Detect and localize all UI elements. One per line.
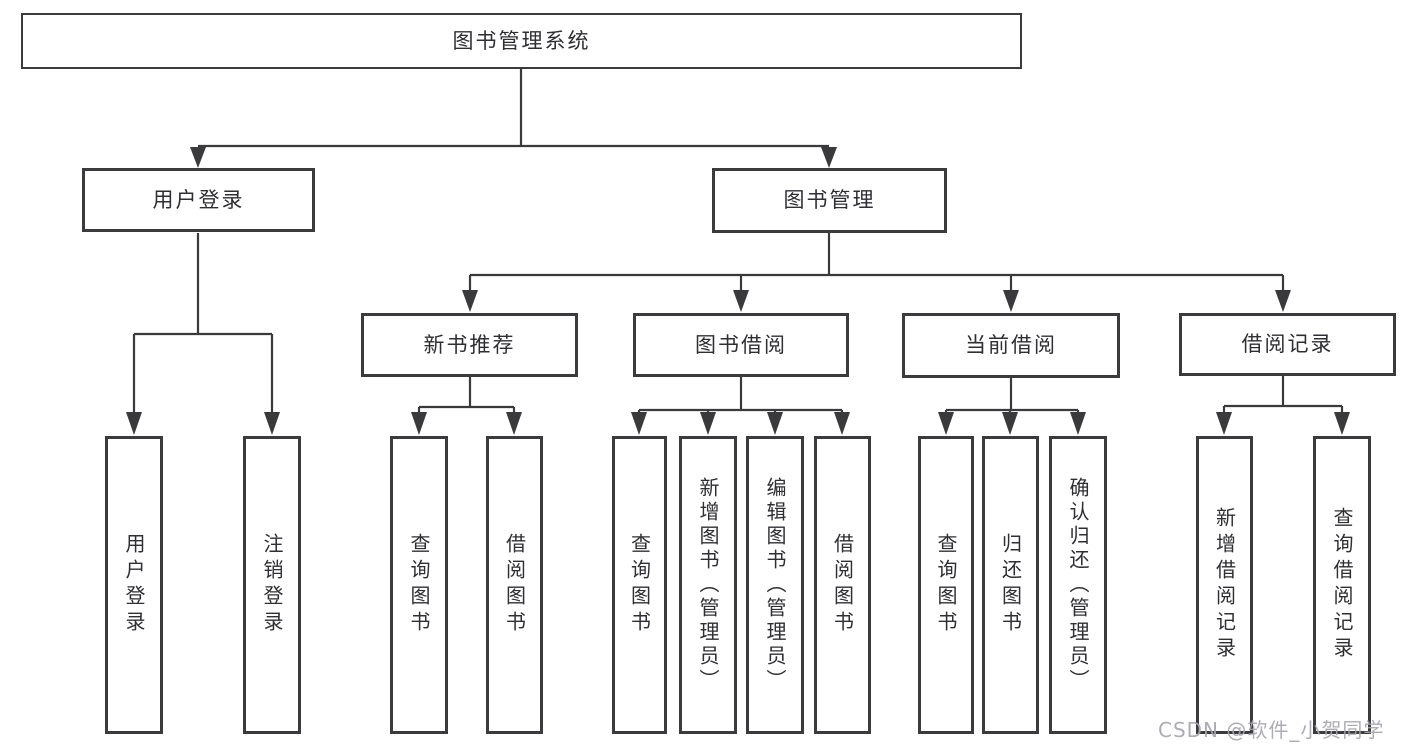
leaf-return-books: 归还图书 bbox=[982, 436, 1039, 734]
leaf-borrow-books-1: 借阅图书 bbox=[486, 436, 543, 734]
leaf-confirm-return-admin: 确认归还（管理员） bbox=[1049, 436, 1107, 734]
leaf-user-login: 用户登录 bbox=[105, 436, 163, 734]
arrow-icon bbox=[1216, 412, 1232, 435]
csdn-watermark: CSDN @软件_小贺同学 bbox=[1158, 718, 1385, 742]
arrow-icon bbox=[938, 412, 954, 435]
leaf-edit-books-admin: 编辑图书（管理员） bbox=[746, 436, 804, 734]
node-book-management: 图书管理 bbox=[712, 168, 947, 233]
node-user-login: 用户登录 bbox=[82, 168, 315, 232]
arrow-icon bbox=[1003, 290, 1019, 312]
node-root: 图书管理系统 bbox=[21, 13, 1022, 69]
leaf-query-books-3: 查询图书 bbox=[918, 436, 974, 734]
node-book-borrow: 图书借阅 bbox=[633, 313, 849, 377]
arrow-icon bbox=[190, 147, 206, 168]
arrow-icon bbox=[506, 412, 522, 435]
arrow-icon bbox=[126, 412, 142, 435]
arrow-icon bbox=[1002, 412, 1018, 435]
arrow-icon bbox=[1334, 412, 1350, 435]
node-borrow-records: 借阅记录 bbox=[1179, 313, 1396, 376]
leaf-borrow-books-2: 借阅图书 bbox=[814, 436, 871, 734]
leaf-query-borrow-record: 查询借阅记录 bbox=[1313, 436, 1371, 734]
arrow-icon bbox=[733, 290, 749, 312]
leaf-add-books-admin: 新增图书（管理员） bbox=[679, 436, 737, 734]
node-new-book-recommend: 新书推荐 bbox=[361, 313, 578, 377]
node-current-borrow: 当前借阅 bbox=[902, 313, 1120, 378]
arrow-icon bbox=[767, 412, 783, 435]
leaf-query-books-1: 查询图书 bbox=[390, 436, 448, 734]
arrow-icon bbox=[462, 290, 478, 312]
arrow-icon bbox=[700, 412, 716, 435]
leaf-query-books-2: 查询图书 bbox=[612, 436, 667, 734]
arrow-icon bbox=[821, 147, 837, 168]
arrow-icon bbox=[631, 412, 647, 435]
arrow-icon bbox=[411, 412, 427, 435]
arrow-icon bbox=[264, 412, 280, 435]
arrow-icon bbox=[1070, 412, 1086, 435]
leaf-logout: 注销登录 bbox=[243, 436, 301, 734]
leaf-add-borrow-record: 新增借阅记录 bbox=[1196, 436, 1253, 734]
arrow-icon bbox=[834, 412, 850, 435]
arrow-icon bbox=[1275, 290, 1291, 312]
